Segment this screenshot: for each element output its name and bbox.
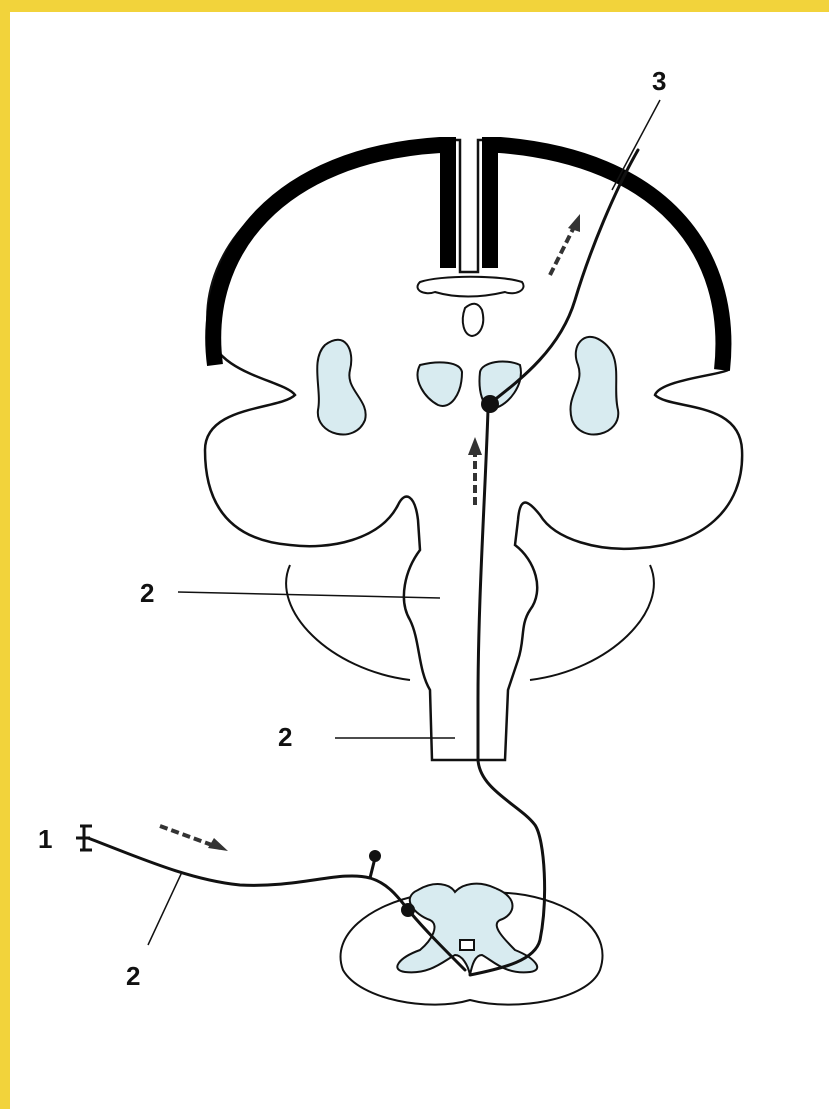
arrow-peripheral-head-icon [208, 838, 228, 851]
right-ventricle-structure [570, 337, 618, 435]
receptor-icon [76, 826, 92, 850]
leader-2-upper [178, 592, 440, 598]
thalamus-synapse [481, 395, 499, 413]
label-1: 1 [38, 824, 52, 854]
dorsal-horn-synapse [401, 903, 415, 917]
third-ventricle [463, 304, 483, 336]
corpus-callosum [418, 277, 524, 297]
label-2-mid: 2 [278, 722, 292, 752]
leader-2-bottom [148, 872, 182, 945]
label-2-upper: 2 [140, 578, 154, 608]
label-2-bottom: 2 [126, 961, 140, 991]
ganglion-cell-body [369, 850, 381, 862]
label-3: 3 [652, 66, 666, 96]
spinal-cord [341, 884, 603, 1005]
central-canal [460, 940, 474, 950]
